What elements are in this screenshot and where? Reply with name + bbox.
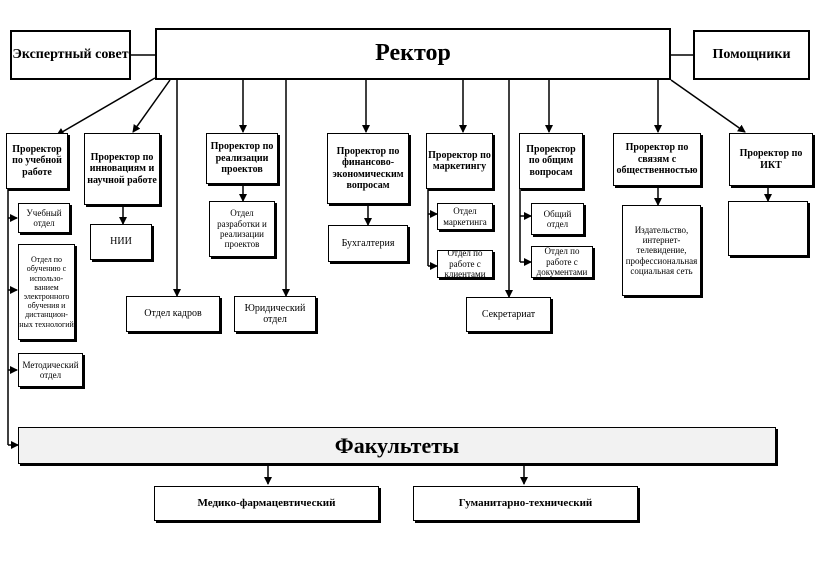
vice-rector-general: Проректор по общим вопросам xyxy=(519,133,583,189)
dept-legal: Юридический отдел xyxy=(234,296,316,332)
dept-project-development: Отдел разработки и реализации проектов xyxy=(209,201,275,257)
assistants-box: Помощники xyxy=(693,30,810,80)
vice-rector-ict: Проректор по ИКТ xyxy=(729,133,813,186)
expert-council-label: Экспертный совет xyxy=(12,46,129,62)
vice-rector-projects: Проректор по реализации проектов xyxy=(206,133,278,184)
rector-box: Ректор xyxy=(155,28,671,80)
dept-marketing: Отдел маркетинга xyxy=(437,203,493,230)
dept-hr: Отдел кадров xyxy=(126,296,220,332)
dept-documents: Отдел по работе с документами xyxy=(531,246,593,278)
vice-rector-marketing: Проректор по маркетингу xyxy=(426,133,493,189)
dept-clients: Отдел по работе с клиентами xyxy=(437,250,493,278)
faculties-label: Факультеты xyxy=(334,432,460,458)
vice-rector-academic: Проректор по учебной работе xyxy=(6,133,68,189)
faculty-medical: Медико-фармацевтический xyxy=(154,486,379,521)
faculty-humanities: Гуманитарно-технический xyxy=(413,486,638,521)
dept-elearning: Отдел по обучению с использо-ванием элек… xyxy=(18,244,75,340)
faculties-box: Факультеты xyxy=(18,427,776,464)
dept-publishing: Издательство, интернет-телевидение, проф… xyxy=(622,205,701,296)
dept-nii: НИИ xyxy=(90,224,152,260)
dept-general: Общий отдел xyxy=(531,203,584,235)
dept-study: Учебный отдел xyxy=(18,203,70,233)
dept-accounting: Бухгалтерия xyxy=(328,225,408,262)
dept-secretariat: Секретариат xyxy=(466,297,551,332)
dept-methodical: Методический отдел xyxy=(18,353,83,387)
vice-rector-finance: Проректор по финансово-экономическим воп… xyxy=(327,133,409,204)
expert-council-box: Экспертный совет xyxy=(10,30,131,80)
vice-rector-innovation: Проректор по инновациям и научной работе xyxy=(84,133,160,205)
vice-rector-public: Проректор по связям с общественностью xyxy=(613,133,701,186)
rector-label: Ректор xyxy=(375,40,451,67)
dept-ict xyxy=(728,201,808,256)
assistants-label: Помощники xyxy=(712,46,791,62)
